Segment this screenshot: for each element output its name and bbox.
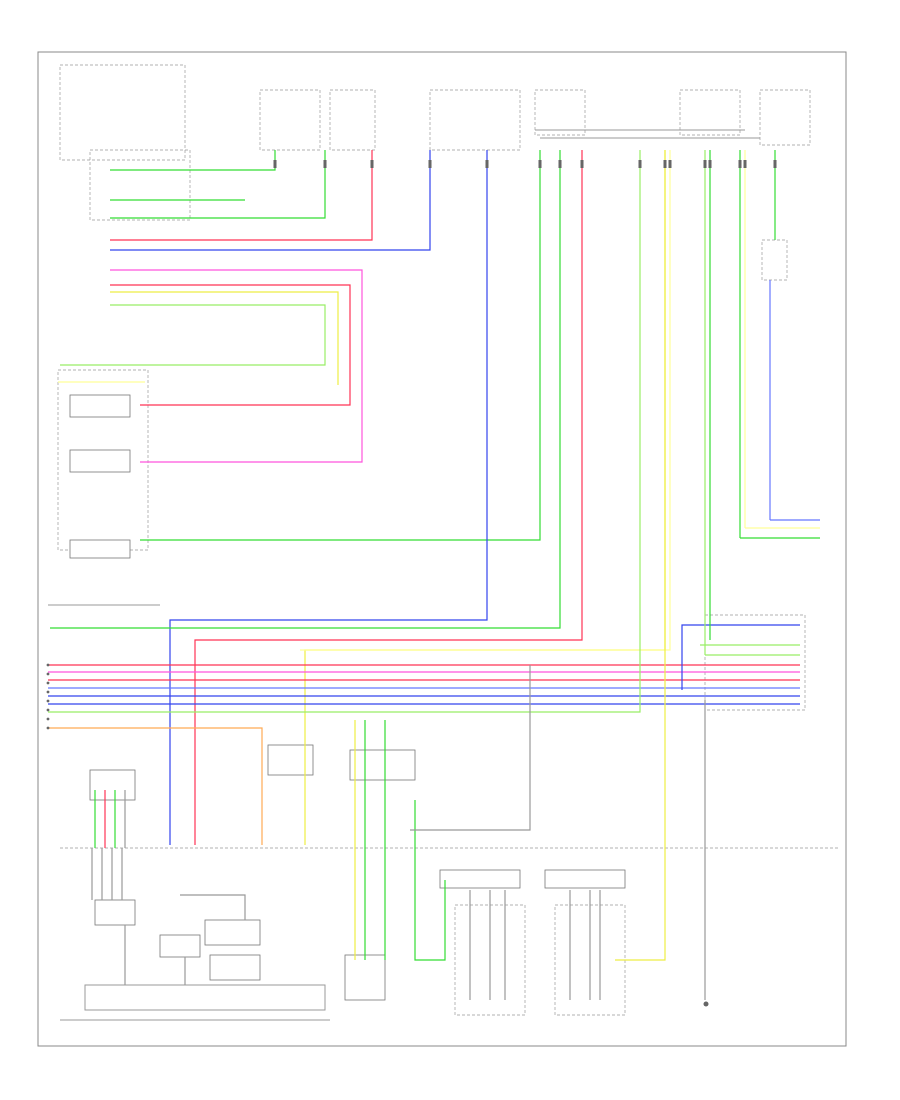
wire-red-14 [194,150,583,845]
wire-light-yellow-16 [300,150,671,651]
wire-orange-24 [48,727,263,845]
fog-lamp-left [344,954,386,1001]
connector-box-1 [259,89,321,151]
wire-green-13 [50,150,561,629]
wire-green-31 [739,150,820,539]
wire-red-7 [110,284,351,406]
ground-point [703,1001,709,1007]
wire-light-yellow-30 [744,150,820,529]
wire-blue-12 [169,150,488,845]
connector-box-3 [429,89,521,151]
connector-box-4 [534,89,586,136]
connector-box-6 [759,89,811,146]
connector-pin-10 [663,160,667,168]
wire-yellow-8 [110,291,339,385]
harness-terminal-8 [46,726,50,730]
wire-gray-47 [469,890,506,1000]
wire-yellow-33 [615,150,666,961]
lamp-unit-1 [69,394,131,418]
harness-terminal-3 [46,681,50,685]
wire-gray-38 [410,665,531,831]
wire-green-2 [110,150,276,171]
diagram-frame [37,51,847,1047]
combination-switch-box [704,614,806,711]
bottom-components [60,744,840,1021]
harness-terminal-4 [46,690,50,694]
top-components [259,89,811,151]
sensor-box-left [439,869,521,889]
harness-terminal-7 [46,717,50,721]
wire-layer [46,150,820,1000]
connector-box-5 [679,89,741,136]
connector-group-left [89,769,136,801]
wire-gray-48 [569,890,601,1000]
connector-pin-14 [738,160,742,168]
wire-gray-44 [124,925,186,985]
lamp-unit-2 [69,449,131,473]
connector-pin-12 [703,160,707,168]
sensor-box-right [544,869,626,889]
connector-pin-3 [370,160,374,168]
wire-gray-45 [180,894,246,920]
wire-gray-43 [91,848,123,900]
wire-green-37 [414,800,446,961]
connector-pin-6 [538,160,542,168]
wire-light-green-9 [60,304,326,366]
connector-pin-1 [273,160,277,168]
wire-blue-5 [110,150,431,251]
relay-4 [209,954,261,981]
relay-1 [94,899,136,926]
lamp-unit-3 [69,539,131,559]
wire-green-1 [110,150,326,219]
left-control-units [48,64,191,606]
ground-bus-box [84,984,326,1011]
harness-terminal-1 [46,663,50,667]
side-lamp-box [761,239,788,281]
connector-pin-16 [773,160,777,168]
connector-pin-9 [638,160,642,168]
relay-2 [159,934,201,958]
wire-yellow-15 [304,150,666,845]
harness-terminal-5 [46,699,50,703]
wire-green-11 [140,150,541,541]
right-components [704,239,806,711]
wire-blue-25 [681,624,800,690]
connector-pin-5 [485,160,489,168]
harness-terminal-6 [46,708,50,712]
headlight-relay-box [89,149,191,221]
control-module-1 [267,744,314,776]
wire-red-4 [110,150,373,241]
wire-purple-29 [769,280,820,521]
headlight-switch-box [59,64,186,161]
connector-pin-2 [323,160,327,168]
relay-3 [204,919,261,946]
harness-terminal-2 [46,672,50,676]
wire-light-green-23 [48,150,641,713]
connector-pin-8 [580,160,584,168]
wire-light-green-28 [704,150,800,656]
connector-pin-7 [558,160,562,168]
connector-pin-15 [743,160,747,168]
wire-pink-6 [110,269,363,463]
connector-box-2 [329,89,376,151]
connector-pin-11 [668,160,672,168]
connector-pin-4 [428,160,432,168]
control-module-2 [349,749,416,781]
connector-pin-13 [708,160,712,168]
